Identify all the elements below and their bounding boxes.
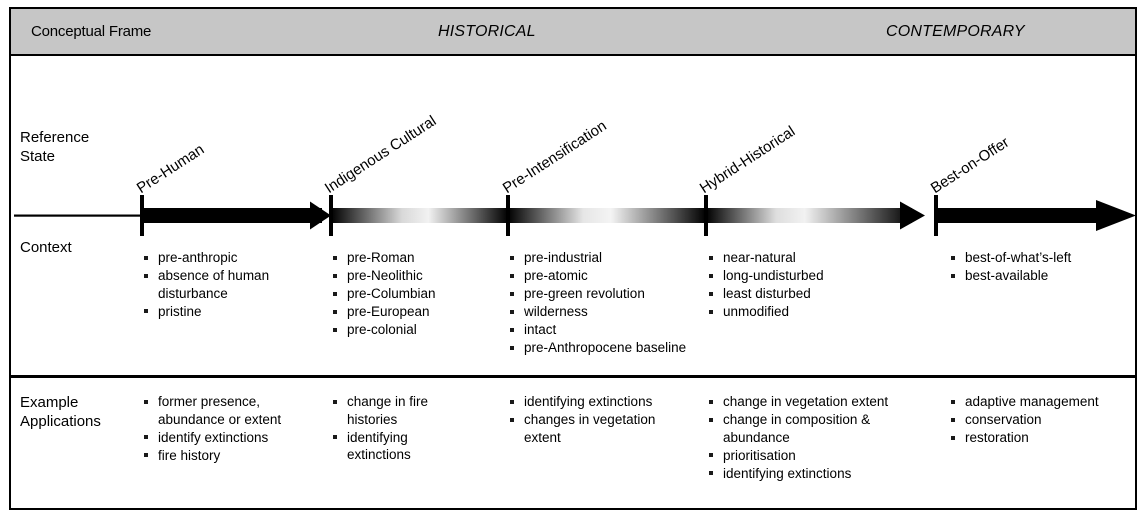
- timeline-tick-hybrid-historical: [704, 195, 708, 236]
- timeline-arrow: [0, 190, 1146, 242]
- list-item: near-natural: [709, 249, 909, 267]
- list-item: pre-Columbian: [333, 285, 501, 303]
- phase-label-contemporary: CONTEMPORARY: [886, 23, 1025, 40]
- list-item: intact: [510, 321, 705, 339]
- timeline-arrowhead-2: [900, 201, 925, 230]
- list-item: pristine: [144, 303, 312, 321]
- list-item: unmodified: [709, 303, 909, 321]
- header-band: Conceptual Frame HISTORICAL CONTEMPORARY: [11, 9, 1135, 56]
- list-item: pre-European: [333, 303, 501, 321]
- timeline-segment-2: [331, 208, 508, 223]
- phase-label-historical: HISTORICAL: [438, 23, 536, 40]
- list-item: identify extinctions: [144, 429, 309, 447]
- list-item: wilderness: [510, 303, 705, 321]
- list-item: conservation: [951, 411, 1141, 429]
- list-item: identifying extinctions: [333, 429, 453, 464]
- list-item: pre-industrial: [510, 249, 705, 267]
- timeline-segment-3: [508, 208, 706, 223]
- list-item: absence of human disturbance: [144, 267, 312, 302]
- context-list-best-on-offer: best-of-what’s-left best-available: [951, 249, 1136, 285]
- timeline-segment-1: [142, 208, 322, 223]
- list-item: restoration: [951, 429, 1141, 447]
- context-list-indigenous-cultural: pre-Roman pre-Neolithic pre-Columbian pr…: [333, 249, 501, 339]
- list-item: identifying extinctions: [709, 465, 924, 483]
- list-item: least disturbed: [709, 285, 909, 303]
- timeline-leader-line: [14, 214, 146, 217]
- applications-list-best-on-offer: adaptive management conservation restora…: [951, 393, 1141, 447]
- list-item: former presence, abundance or extent: [144, 393, 309, 428]
- list-item: adaptive management: [951, 393, 1141, 411]
- applications-list-indigenous-cultural: change in fire histories identifying ext…: [333, 393, 453, 464]
- timeline-arrow-graphic: [14, 195, 1136, 236]
- list-item: long-undisturbed: [709, 267, 909, 285]
- list-item: fire history: [144, 447, 309, 465]
- timeline-tick-best-on-offer: [934, 195, 938, 236]
- timeline-arrowhead-1: [310, 201, 331, 230]
- row-label-example-applications: Example Applications: [20, 394, 101, 430]
- list-item: identifying extinctions: [510, 393, 685, 411]
- list-item: pre-green revolution: [510, 285, 705, 303]
- timeline-segment-4: [706, 208, 912, 223]
- list-item: pre-anthropic: [144, 249, 312, 267]
- list-item: best-of-what’s-left: [951, 249, 1136, 267]
- list-item: changes in vegetation extent: [510, 411, 685, 446]
- list-item: pre-colonial: [333, 321, 501, 339]
- context-list-pre-human: pre-anthropic absence of human disturban…: [144, 249, 312, 321]
- list-item: pre-Anthropocene baseline: [510, 339, 705, 357]
- timeline-tick-pre-intensification: [506, 195, 510, 236]
- list-item: pre-Neolithic: [333, 267, 501, 285]
- list-item: pre-Roman: [333, 249, 501, 267]
- row-label-reference-state: Reference State: [20, 129, 90, 165]
- list-item: pre-atomic: [510, 267, 705, 285]
- list-item: change in vegetation extent: [709, 393, 924, 411]
- figure-border: [9, 7, 1137, 510]
- section-divider: [11, 375, 1135, 378]
- context-list-pre-intensification: pre-industrial pre-atomic pre-green revo…: [510, 249, 705, 357]
- applications-list-pre-human: former presence, abundance or extent ide…: [144, 393, 309, 465]
- row-label-context: Context: [20, 239, 72, 256]
- timeline-arrowhead-3: [1096, 200, 1136, 231]
- list-item: prioritisation: [709, 447, 924, 465]
- context-list-hybrid-historical: near-natural long-undisturbed least dist…: [709, 249, 909, 321]
- timeline-tick-indigenous-cultural: [329, 195, 333, 236]
- list-item: best-available: [951, 267, 1136, 285]
- applications-list-pre-intensification: identifying extinctions changes in veget…: [510, 393, 685, 447]
- list-item: change in composition & abundance: [709, 411, 924, 446]
- applications-list-hybrid-historical: change in vegetation extent change in co…: [709, 393, 924, 483]
- conceptual-frame-label: Conceptual Frame: [31, 23, 152, 40]
- timeline-tick-pre-human: [140, 195, 144, 236]
- timeline-segment-5: [936, 208, 1108, 223]
- list-item: change in fire histories: [333, 393, 453, 428]
